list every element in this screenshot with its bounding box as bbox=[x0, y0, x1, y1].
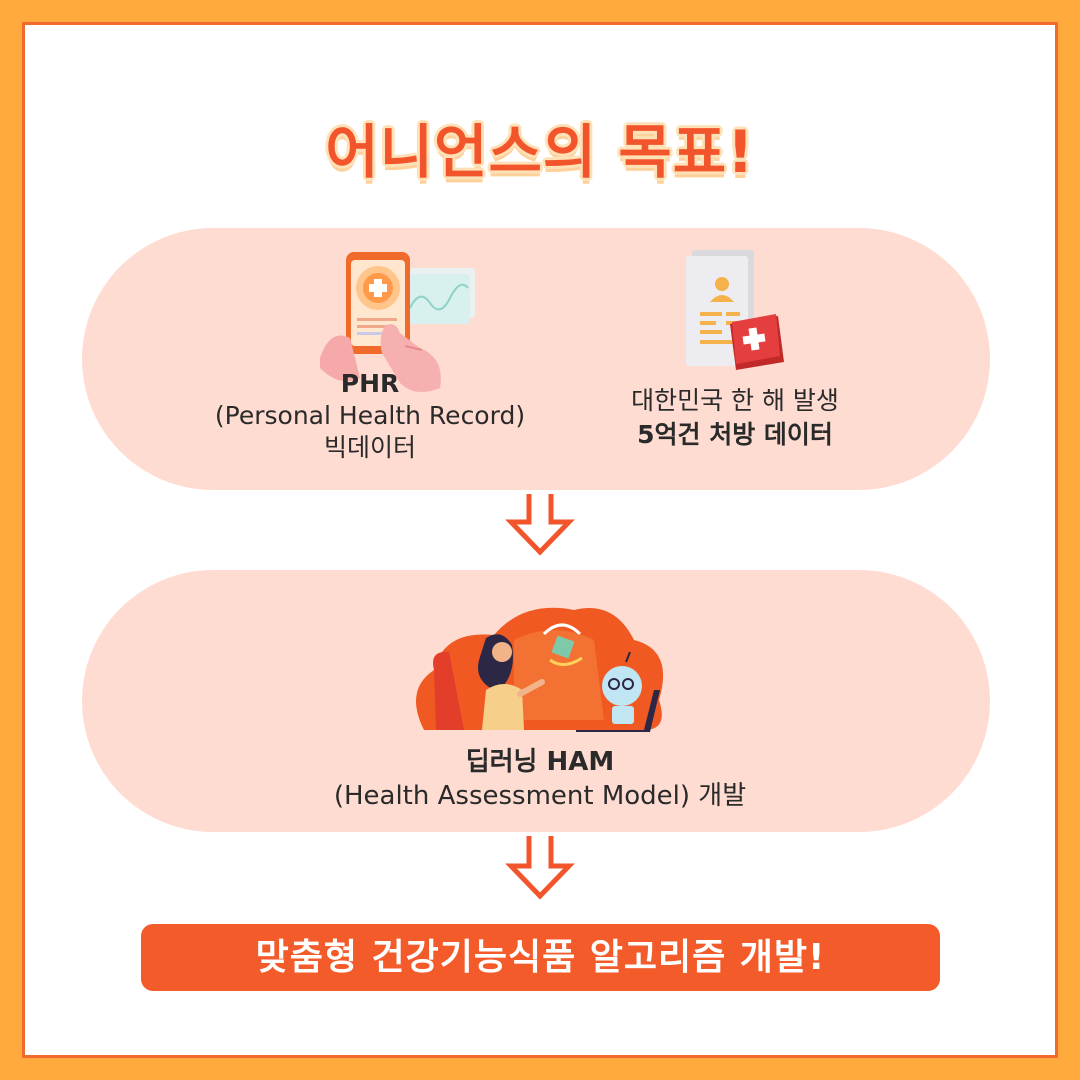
ham-description: 딥러닝 HAM (Health Assessment Model) 개발 bbox=[200, 745, 880, 813]
phr-description: PHR (Personal Health Record) 빅데이터 bbox=[160, 368, 580, 464]
phr-bigdata-label: 빅데이터 bbox=[323, 433, 416, 462]
phr-subtitle: (Personal Health Record) bbox=[214, 401, 526, 430]
down-arrow-icon bbox=[505, 494, 575, 556]
medical-document-icon bbox=[686, 250, 784, 370]
prescription-count: 5억건 처방 데이터 bbox=[637, 420, 833, 449]
card-frame bbox=[22, 22, 1058, 1058]
down-arrow-icon bbox=[505, 836, 575, 900]
final-goal-banner: 맞춤형 건강기능식품 알고리즘 개발! bbox=[141, 924, 940, 991]
page-title: 어니언스의 목표! bbox=[325, 118, 755, 186]
phone-health-record-icon bbox=[320, 252, 475, 392]
prescription-description: 대한민국 한 해 발생 5억건 처방 데이터 bbox=[590, 384, 880, 452]
phr-title: PHR bbox=[340, 369, 400, 398]
ham-subtitle: (Health Assessment Model) 개발 bbox=[333, 781, 747, 811]
prescription-caption: 대한민국 한 해 발생 bbox=[631, 386, 839, 415]
ham-title: 딥러닝 HAM bbox=[465, 747, 615, 777]
data-sources-panel bbox=[82, 228, 990, 490]
ai-deep-learning-illustration bbox=[416, 607, 664, 732]
